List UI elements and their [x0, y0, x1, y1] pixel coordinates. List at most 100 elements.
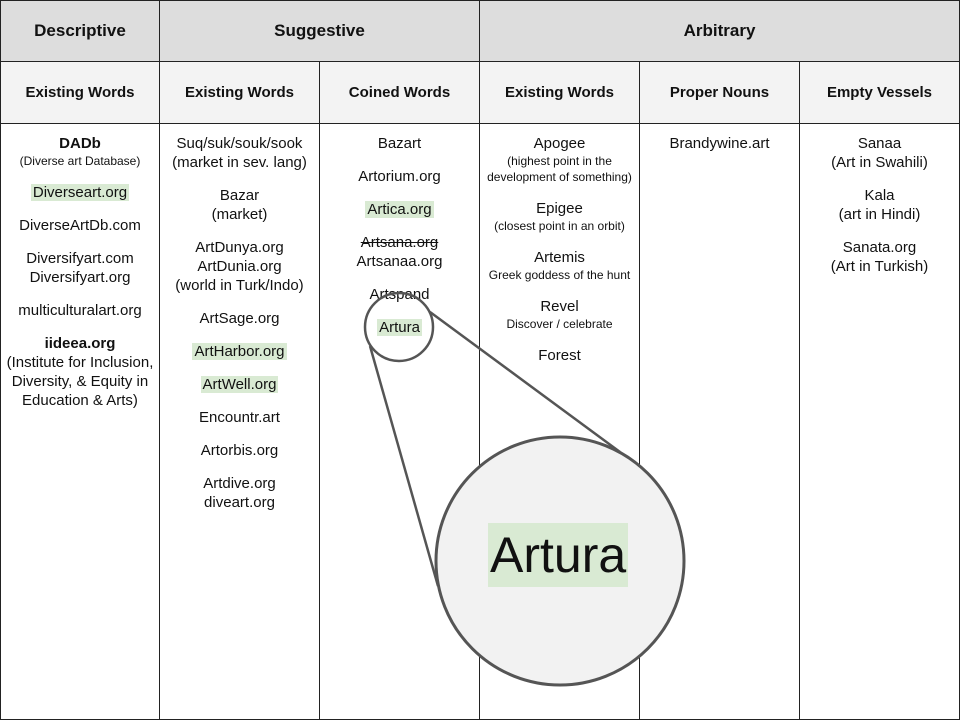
subheader-arbitrary-proper: Proper Nouns [640, 62, 800, 124]
entry-line: diveart.org [204, 494, 275, 511]
entry-line: (market in sev. lang) [172, 154, 307, 171]
name-entry: Encountr.art [199, 408, 280, 427]
entry-line: Sanata.org [842, 239, 917, 256]
entry-note: (closest point in an orbit) [494, 219, 625, 233]
name-entry: iideea.org(Institute for Inclusion,Diver… [7, 334, 154, 410]
entry-line: Artica.org [365, 200, 434, 219]
column-suggestive-existing: Suq/suk/souk/sook (market in sev. lang) Ba… [160, 124, 320, 720]
name-entry: ArtWell.org [200, 375, 279, 394]
header-descriptive-label: Descriptive [34, 21, 126, 40]
entry-line: Suq/suk/souk/sook [176, 135, 303, 152]
entry-line: Diversifyart.com [26, 250, 134, 267]
entry-line: Artura [377, 318, 422, 337]
entry-name: Brandywine.art [669, 135, 770, 152]
entry-name: Bazart [377, 135, 422, 152]
header-suggestive: Suggestive [160, 0, 480, 62]
entry-line: (Art in Swahili) [831, 154, 928, 171]
entry-name: multiculturalart.org [18, 302, 142, 319]
column-arbitrary-proper: Brandywine.art [640, 124, 800, 720]
entry-name: Artorbis.org [200, 442, 279, 459]
subheader-label: Existing Words [25, 84, 135, 101]
entry-line: Diverseart.org [30, 183, 130, 202]
subheader-label: Proper Nouns [669, 84, 770, 101]
name-entry: Forest [538, 346, 581, 365]
name-entry: Suq/suk/souk/sook (market in sev. lang) [172, 134, 307, 172]
name-entry: DiverseArtDb.com [19, 216, 141, 235]
entry-title: DADb [59, 135, 101, 152]
entry-name: Apogee [533, 135, 586, 152]
name-entry: Bazar (market) [212, 186, 268, 224]
entry-name: Forest [538, 347, 581, 364]
header-arbitrary: Arbitrary [480, 0, 960, 62]
name-entry: Artspand [369, 285, 429, 304]
entry-line: (market) [211, 206, 268, 223]
name-entry: ArtSage.org [199, 309, 279, 328]
entry-line: (Art in Turkish) [830, 258, 929, 275]
entry-line: Artsanaa.org [356, 253, 443, 270]
name-entry: Artura [377, 318, 422, 337]
entry-line: (world in Turk/Indo) [175, 277, 304, 294]
entry-name: ArtSage.org [199, 310, 280, 327]
name-entry: DADb (Diverse art Database) [20, 134, 141, 169]
entry-note: (Diverse art Database) [19, 154, 141, 168]
entry-line: Bazar [219, 187, 260, 204]
entry-line: Education & Arts) [22, 392, 138, 409]
highlighted-entry-name: ArtWell.org [200, 376, 279, 393]
highlighted-entry-name: Artica.org [365, 201, 434, 218]
header-descriptive: Descriptive [0, 0, 160, 62]
entry-name: Artemis [534, 249, 585, 266]
entry-name: Epigee [536, 200, 583, 217]
header-suggestive-label: Suggestive [274, 21, 365, 40]
name-entry: Epigee (closest point in an orbit) [494, 199, 625, 234]
column-arbitrary-empty: Sanaa (Art in Swahili) Kala (art in Hindi) S… [800, 124, 960, 720]
name-entry: Artorium.org [358, 167, 441, 186]
entry-line: ArtWell.org [200, 375, 279, 394]
magnified-label: Artura [488, 523, 629, 587]
subheader-label: Existing Words [505, 84, 614, 101]
entry-line: ArtDunya.org [195, 239, 284, 256]
name-entry: Artdive.org diveart.org [203, 474, 276, 512]
entry-line: (art in Hindi) [838, 206, 921, 223]
entry-line: (Institute for Inclusion, [6, 354, 154, 371]
name-entry: ArtHarbor.org [192, 342, 287, 361]
entry-line: Sanaa [857, 135, 902, 152]
subheader-arbitrary-existing: Existing Words [480, 62, 640, 124]
name-entry: Bazart [378, 134, 421, 153]
highlighted-entry-name: Artura [377, 319, 422, 336]
entry-line: Kala [864, 187, 895, 204]
header-arbitrary-label: Arbitrary [683, 21, 756, 40]
entry-name: Artorium.org [358, 168, 441, 185]
name-entry: Brandywine.art [669, 134, 769, 153]
subheader-suggestive-existing: Existing Words [160, 62, 320, 124]
name-entry: multiculturalart.org [18, 301, 141, 320]
entry-note: development of something) [487, 170, 632, 184]
entry-line: ArtHarbor.org [192, 342, 287, 361]
name-entry: Artorbis.org [201, 441, 279, 460]
subheader-descriptive-existing: Existing Words [0, 62, 160, 124]
entry-note: Discover / celebrate [506, 317, 613, 331]
subheader-arbitrary-empty: Empty Vessels [800, 62, 960, 124]
name-entry: Sanaa (Art in Swahili) [831, 134, 928, 172]
name-entry: Kala (art in Hindi) [839, 186, 921, 224]
entry-note: Greek goddess of the hunt [488, 268, 631, 282]
highlighted-entry-name: Diverseart.org [30, 184, 130, 201]
entry-line: ArtDunia.org [197, 258, 282, 275]
subheader-label: Coined Words [348, 84, 451, 101]
entry-line: Diversity, & Equity in [11, 373, 149, 390]
entry-name: DiverseArtDb.com [19, 217, 141, 234]
entry-name: Encountr.art [199, 409, 280, 426]
name-entry: Artica.org [365, 200, 434, 219]
subheader-label: Existing Words [185, 84, 294, 101]
struck-entry-name: Artsana.org [360, 234, 439, 251]
entry-line: Artdive.org [203, 475, 276, 492]
name-entry: Sanata.org (Art in Turkish) [831, 238, 929, 276]
entry-name: Revel [540, 298, 579, 315]
entry-name: Artspand [369, 286, 430, 303]
